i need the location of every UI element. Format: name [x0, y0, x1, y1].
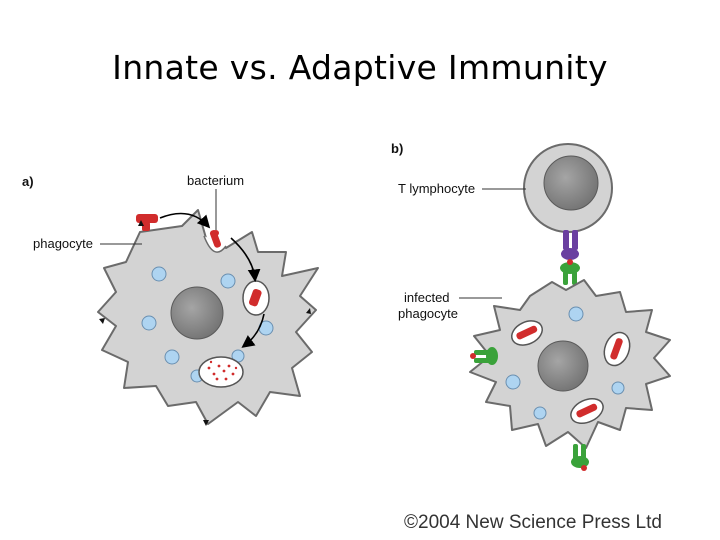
arrow-approach	[159, 212, 211, 229]
bacterium-engulfed	[209, 230, 221, 248]
slide-title: Innate vs. Adaptive Immunity	[112, 48, 608, 87]
label-bacterium: bacterium	[187, 173, 244, 188]
label-infected-phagocyte: phagocyte	[398, 306, 458, 321]
phagosome-b3	[570, 397, 604, 425]
phagolysosome	[198, 356, 244, 388]
panel-b-label: b)	[391, 141, 403, 156]
phagocyte-nucleus	[170, 286, 224, 340]
arrow-internalize	[230, 237, 261, 283]
phagosome-b1	[511, 320, 543, 346]
surface-receptors-a	[99, 220, 311, 426]
t-lymphocyte-nucleus	[543, 155, 599, 211]
vesicles-b	[505, 306, 625, 420]
copyright-notice: ©2004 New Science Press Ltd	[404, 512, 662, 533]
vesicles-a	[141, 266, 274, 383]
phagosome-b2	[603, 331, 631, 367]
t-cell-receptor	[561, 230, 579, 260]
label-infected: infected	[404, 290, 450, 305]
mhc-peptide-complex-left	[470, 347, 498, 365]
panel-a-label: a)	[22, 174, 34, 189]
bacterium-free	[136, 214, 158, 231]
label-phagocyte: phagocyte	[33, 236, 93, 251]
arrow-digest	[241, 313, 265, 348]
mhc-peptide-complex-bottom	[571, 444, 589, 471]
label-t-lymphocyte: T lymphocyte	[398, 181, 475, 196]
mhc-peptide-complex-top	[560, 259, 580, 285]
phagosome	[242, 280, 270, 316]
infected-phagocyte-nucleus	[537, 340, 589, 392]
